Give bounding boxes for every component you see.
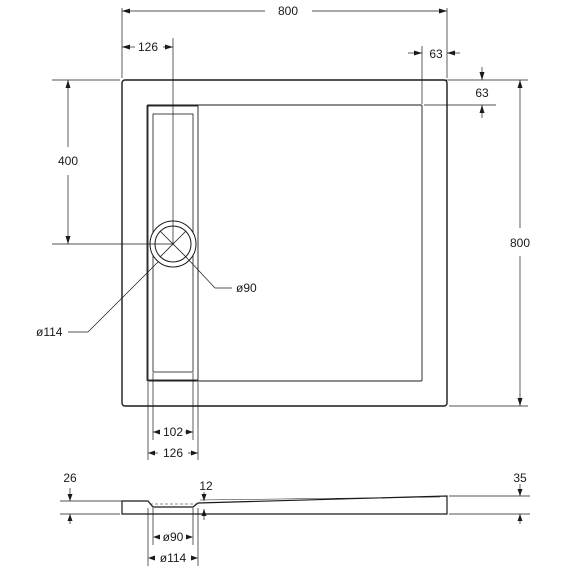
- dim-section-outer-diameter: ø114: [160, 551, 187, 565]
- section-view: [60, 484, 530, 566]
- dim-section-drain-diameter: ø90: [163, 530, 184, 544]
- dim-rim-right: 63: [429, 47, 443, 61]
- dim-rim-top: 63: [475, 86, 489, 100]
- plan-view: [52, 8, 528, 460]
- dim-outer-diameter: ø114: [36, 325, 63, 339]
- dim-edge-height-right: 35: [513, 471, 527, 485]
- dim-drain-depth: 12: [199, 479, 213, 493]
- basin-outline: [146, 104, 423, 382]
- dim-channel-outer-width: 126: [163, 446, 183, 460]
- dim-drain-offset-x: 126: [138, 40, 158, 54]
- tray-profile: [121, 495, 448, 515]
- dim-edge-height-left: 26: [63, 471, 77, 485]
- dim-overall-depth: 800: [510, 236, 530, 250]
- dim-overall-width: 800: [278, 4, 298, 18]
- dim-drain-offset-y: 400: [58, 154, 78, 168]
- tray-outline: [121, 79, 448, 407]
- dim-drain-diameter: ø90: [236, 281, 257, 295]
- dim-channel-inner-width: 102: [163, 425, 183, 439]
